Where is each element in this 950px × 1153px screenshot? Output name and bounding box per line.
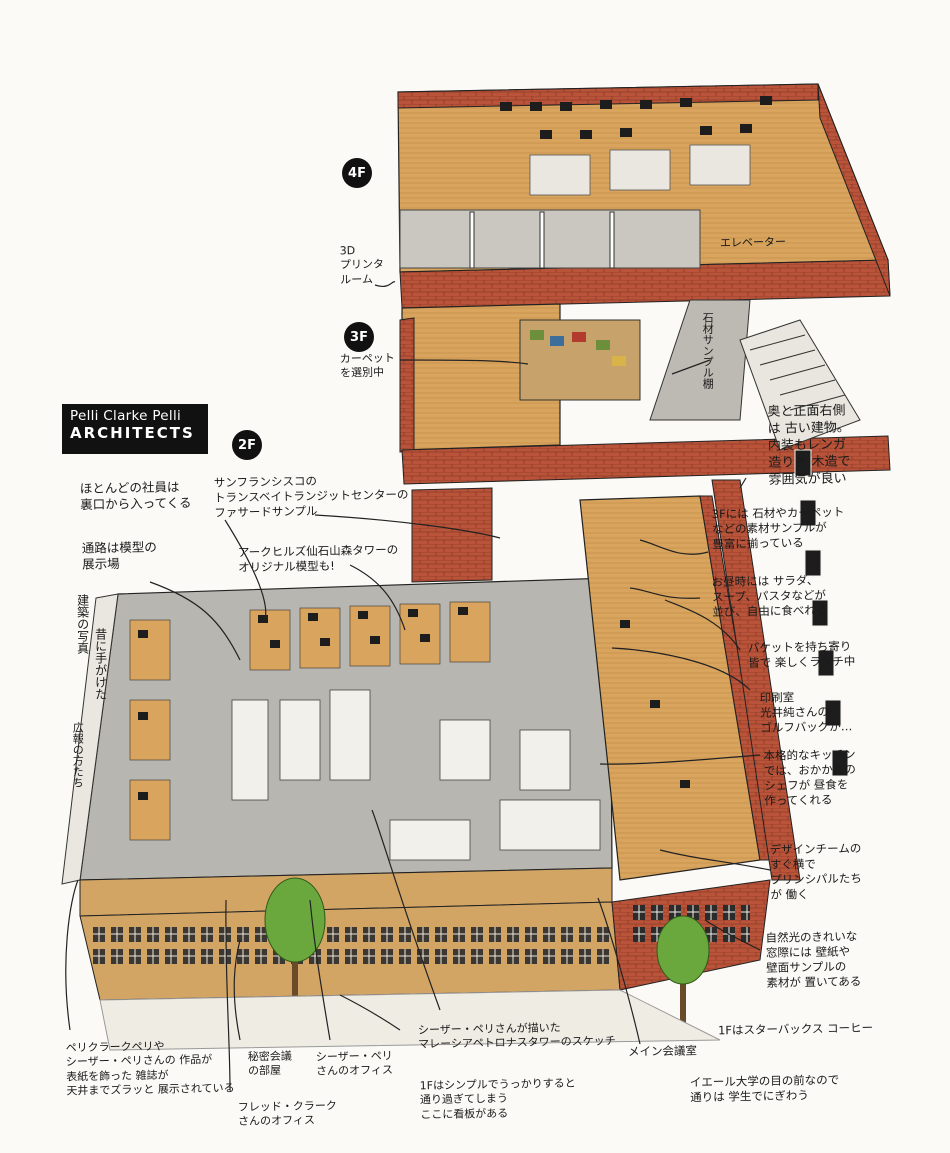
floor-2f: [61, 449, 849, 1001]
pelli-clarke-pelli-logo: Pelli Clarke Pelli ARCHITECTS: [62, 404, 208, 454]
floor-3f-left-wall: [399, 317, 415, 453]
label-fred-office: フレッド・クラーク さんのオフィス: [237, 1099, 337, 1129]
right-windows: [794, 449, 849, 777]
stone-sample-shelf: [649, 299, 751, 421]
logo-line2: ARCHITECTS: [70, 424, 195, 442]
logo-line1: Pelli Clarke Pelli: [70, 408, 182, 424]
floor-badge-2f: 2F: [232, 430, 262, 460]
label-signboard: 1Fはシンプルでうっかりすると 通り過ぎてしまう ここに看板がある: [419, 1076, 576, 1121]
label-starbucks: 1Fはスターバックス コーヒー: [717, 1020, 874, 1038]
label-past-photos: 建築の写真: [75, 594, 90, 654]
floor-badge-4f: 4F: [342, 158, 372, 188]
floor-4f-wall: [469, 211, 475, 269]
sidewalk: [99, 989, 721, 1051]
interior-walls: [231, 689, 601, 861]
label-facade-sample: サンフランシスコの トランスベイトランジットセンターの ファサードサンプル: [213, 473, 409, 520]
connector-brick: [411, 487, 493, 583]
tree-icon: [264, 877, 326, 1010]
label-yale: イエール大学の目の前なので 通りは 学生でにぎわう: [689, 1072, 840, 1105]
staircase: [739, 319, 861, 451]
tree-icon: [656, 915, 710, 1030]
label-kitchen: 本格的なキッチン では、おかかえの シェフが 昼食を 作ってくれる: [763, 747, 856, 808]
label-old-building: 奥と正面右側 は 古い建物。 内装もレンガ 造りと 木造で 雰囲気が良い: [767, 403, 851, 488]
floor-4f-wall: [609, 211, 615, 269]
floor-4f-shelves: [529, 144, 751, 196]
label-ark-hills: アークヒルズ仙石山森タワーの オリジナル模型も!: [237, 542, 399, 575]
floor-badge-3f: 3F: [344, 322, 374, 352]
leader-lines: [65, 281, 771, 1091]
label-corridor-models: 通路は模型の 展示場: [81, 539, 157, 572]
facade-windows: [90, 920, 610, 964]
floor-4f-wall: [539, 211, 545, 269]
label-samples-3f: 3Fには 石材やカーペット などの素材サンプルが 豊富に揃っている: [711, 504, 845, 552]
label-design-team: デザインチームの すぐ横で プリンシパルたち が 働く: [769, 841, 862, 902]
label-past-works: 昔に手がけた: [93, 628, 108, 700]
label-back-entrance: ほとんどの社員は 裏口から入ってくる: [79, 479, 192, 513]
label-magazines: ペリクラークペリや シーザー・ペリさんの 作品が 表紙を飾った 雑誌が 天井まで…: [65, 1039, 235, 1098]
label-secret-meeting: 秘密会議 の部屋: [247, 1049, 292, 1078]
label-lunch-food: お昼時には サラダ、 スープ、パスタなどが 並び、自由に食べれる: [711, 573, 828, 619]
floor-4f: [397, 83, 891, 309]
label-cesar-office: シーザー・ペリ さんのオフィス: [315, 1049, 394, 1078]
label-pr-staff: 広報の方たち: [71, 722, 85, 788]
right-brick-wall: [711, 479, 801, 881]
desk-cluster: [129, 601, 491, 841]
label-main-meeting: メイン会議室: [627, 1043, 698, 1059]
label-window: 自然光のきれいな 窓際には 壁紙や 壁面サンプルの 素材が 置いてある: [765, 929, 862, 990]
label-printer-room: 3D プリンタ ルーム: [339, 244, 385, 286]
label-malaysia-sketch: シーザー・ペリさんが描いた マレーシアペトロナスタワーのスケッチ: [417, 1021, 616, 1052]
floor-3f-front-slab: [401, 435, 891, 485]
label-bucket: バケットを持ち寄り 皆で 楽しくランチ中: [747, 639, 856, 670]
label-stone-shelf: 石材サンプル棚: [701, 312, 715, 389]
label-print-room: 印刷室 光井純さんの ゴルフバッグが…: [759, 690, 853, 735]
label-elevator: エレベーター: [719, 235, 787, 250]
floor-3f: [399, 299, 891, 485]
floor-4f-right-wall: [817, 83, 891, 297]
monitors: [138, 607, 690, 800]
floor-4f-gray-zone: [399, 209, 701, 269]
floor-3f-carpet-samples: [530, 330, 626, 366]
floor-4f-desks: [500, 96, 772, 139]
label-carpet: カーペット を選別中: [339, 351, 395, 380]
